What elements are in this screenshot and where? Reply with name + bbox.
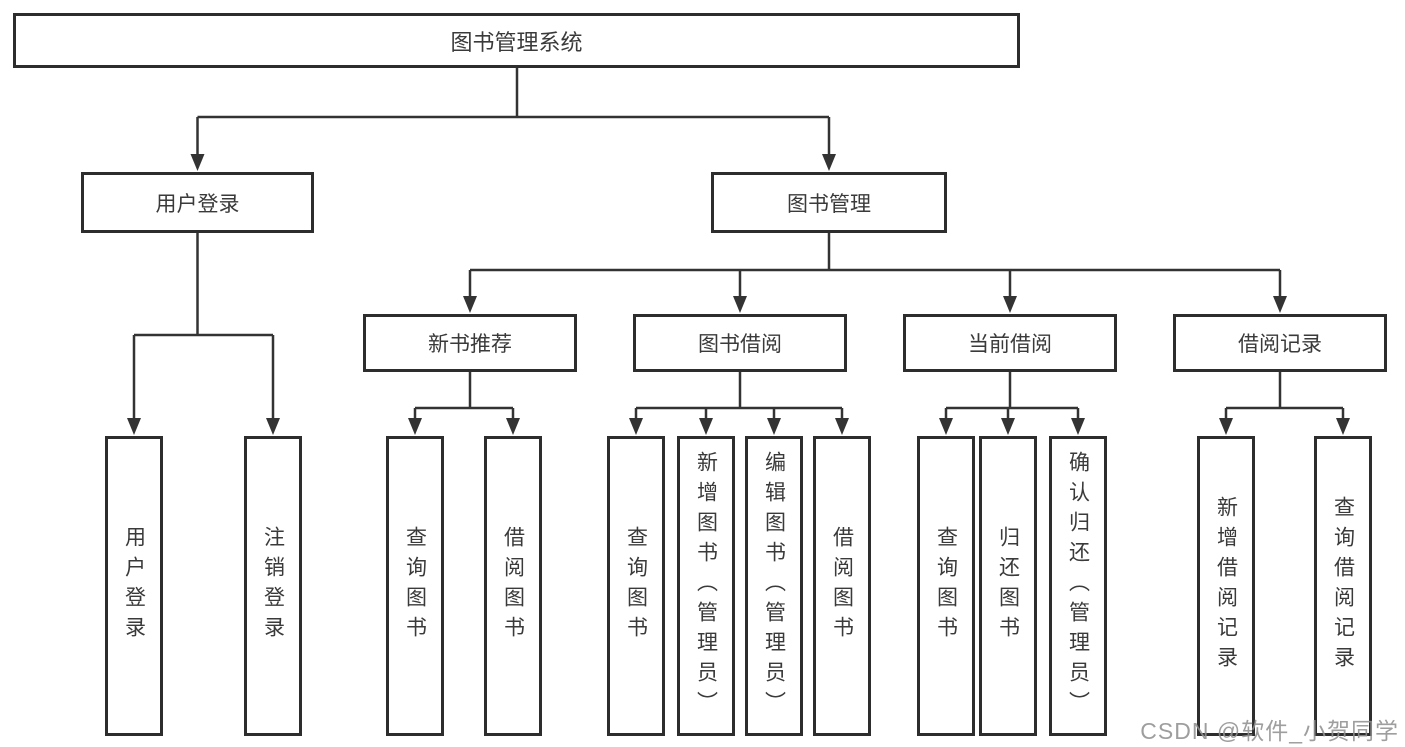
node-current-borrow: 当前借阅 [903,314,1117,372]
connector-book-management [463,233,1287,313]
leaf-bb-edit-books-admin: 编辑图书（管理员） [745,436,803,736]
leaf-logout: 注销登录 [244,436,302,736]
node-new-book-recommend-label: 新书推荐 [428,333,512,356]
node-borrow-records: 借阅记录 [1173,314,1387,372]
node-book-management-label: 图书管理 [787,192,871,216]
connector-borrow-records [1219,372,1350,435]
node-current-borrow-label: 当前借阅 [968,333,1052,356]
node-user-login: 用户登录 [81,172,314,233]
leaf-nbr-borrow-books-label: 借阅图书 [501,526,525,646]
leaf-cb-return-books-label: 归还图书 [996,526,1020,646]
leaf-bb-query-books-label: 查询图书 [624,526,648,646]
leaf-bb-edit-books-admin-label: 编辑图书（管理员） [762,451,786,721]
leaf-br-query-record: 查询借阅记录 [1314,436,1372,736]
leaf-bb-borrow-books: 借阅图书 [813,436,871,736]
connector-user-login [127,233,280,435]
leaf-user-login: 用户登录 [105,436,163,736]
leaf-bb-add-books-admin-label: 新增图书（管理员） [694,451,718,721]
node-book-borrow: 图书借阅 [633,314,847,372]
leaf-cb-confirm-return-admin-label: 确认归还（管理员） [1066,451,1090,721]
node-book-management: 图书管理 [711,172,947,233]
connector-root [190,68,836,171]
leaf-user-login-label: 用户登录 [122,526,146,646]
leaf-bb-query-books: 查询图书 [607,436,665,736]
connector-current-borrow [939,372,1085,435]
leaf-logout-label: 注销登录 [261,526,285,646]
node-root: 图书管理系统 [13,13,1020,68]
node-new-book-recommend: 新书推荐 [363,314,577,372]
leaf-br-add-record: 新增借阅记录 [1197,436,1255,736]
leaf-nbr-query-books: 查询图书 [386,436,444,736]
leaf-br-add-record-label: 新增借阅记录 [1214,496,1238,676]
leaf-br-query-record-label: 查询借阅记录 [1331,496,1355,676]
node-root-label: 图书管理系统 [450,29,583,55]
csdn-watermark: CSDN @软件_小贺同学 [1140,718,1399,744]
leaf-nbr-borrow-books: 借阅图书 [484,436,542,736]
connector-new-book-recommend [408,372,520,435]
leaf-cb-confirm-return-admin: 确认归还（管理员） [1049,436,1107,736]
leaf-bb-borrow-books-label: 借阅图书 [830,526,854,646]
connector-book-borrow [629,372,849,435]
leaf-bb-add-books-admin: 新增图书（管理员） [677,436,735,736]
leaf-cb-query-books: 查询图书 [917,436,975,736]
node-borrow-records-label: 借阅记录 [1238,333,1322,356]
leaf-nbr-query-books-label: 查询图书 [403,526,427,646]
node-book-borrow-label: 图书借阅 [698,333,782,356]
leaf-cb-return-books: 归还图书 [979,436,1037,736]
leaf-cb-query-books-label: 查询图书 [934,526,958,646]
node-user-login-label: 用户登录 [155,192,240,216]
